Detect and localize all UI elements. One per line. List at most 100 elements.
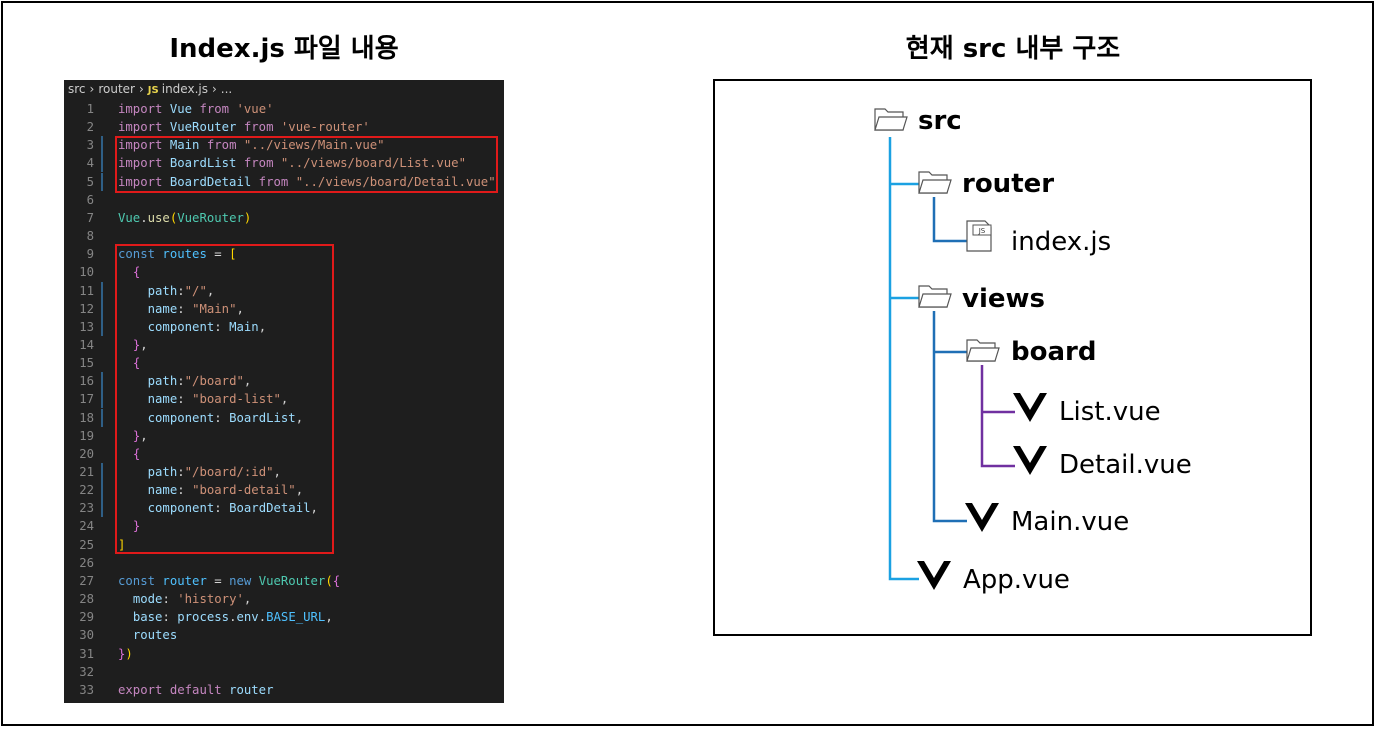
code-token: mode <box>132 592 163 607</box>
code-token: "../views/board/List.vue" <box>280 156 466 171</box>
tree-node-label: Main.vue <box>1011 507 1130 537</box>
code-text[interactable]: component: BoardList, <box>118 409 304 427</box>
code-text[interactable]: path:"/board", <box>118 372 252 390</box>
chevron-right-icon: › <box>138 82 144 96</box>
js-badge-text: JS <box>978 227 986 235</box>
code-token: , <box>243 592 252 607</box>
code-text[interactable]: routes <box>118 626 177 644</box>
change-gutter-marker <box>101 481 103 500</box>
code-text[interactable]: { <box>118 263 140 281</box>
code-token: "/" <box>184 283 207 298</box>
code-text[interactable]: name: "board-list", <box>118 390 289 408</box>
line-number: 1 <box>86 102 94 116</box>
code-line: 32 <box>64 663 504 681</box>
code-text[interactable]: { <box>118 445 140 463</box>
code-token: routes <box>162 247 215 262</box>
code-text[interactable]: name: "board-detail", <box>118 481 304 499</box>
code-token: : <box>214 319 230 334</box>
code-token: VueRouter <box>177 210 244 225</box>
breadcrumb-router[interactable]: router <box>98 82 135 96</box>
code-line: 18 component: BoardList, <box>64 408 504 427</box>
breadcrumb-file[interactable]: index.js <box>161 82 208 96</box>
code-token: 'vue' <box>236 102 274 116</box>
line-number: 12 <box>79 301 94 316</box>
code-text[interactable]: import BoardDetail from "../views/board/… <box>118 173 496 191</box>
code-token: : <box>177 374 185 389</box>
line-number: 28 <box>79 592 94 607</box>
code-token: } <box>118 646 126 661</box>
code-text[interactable]: const routes = [ <box>118 245 236 263</box>
change-gutter-marker <box>101 299 103 318</box>
line-number: 22 <box>79 483 94 498</box>
code-token: : <box>177 483 193 498</box>
line-number: 21 <box>79 465 94 479</box>
line-number: 30 <box>79 628 94 643</box>
imports-highlight-box <box>115 136 498 193</box>
code-token: from <box>243 120 281 135</box>
code-text[interactable]: mode: 'history', <box>118 590 251 608</box>
code-token: : <box>177 283 185 298</box>
code-line: 29 base: process.env.BASE_URL, <box>64 608 504 626</box>
code-text[interactable]: ] <box>118 536 125 554</box>
code-text[interactable]: base: process.env.BASE_URL, <box>118 608 333 626</box>
code-text[interactable]: name: "Main", <box>118 300 244 318</box>
code-token: ( <box>325 573 333 588</box>
code-line: 26 <box>64 554 504 572</box>
line-number: 20 <box>79 446 94 461</box>
code-text[interactable]: import Vue from 'vue' <box>118 100 274 118</box>
code-text[interactable]: export default router <box>118 681 273 699</box>
code-text[interactable]: component: Main, <box>118 318 266 336</box>
code-token: , <box>280 392 289 407</box>
code-token: "board-list" <box>192 392 281 407</box>
code-token: , <box>243 374 252 389</box>
tree-node-label: router <box>962 169 1055 199</box>
breadcrumb-src[interactable]: src <box>68 82 86 96</box>
breadcrumb-ellipsis[interactable]: ... <box>220 82 233 96</box>
code-token: base <box>132 610 163 625</box>
code-token: "/board/:id" <box>184 465 274 479</box>
code-token: Vue <box>118 210 141 225</box>
vue-icon <box>1013 393 1047 422</box>
code-text[interactable]: }, <box>118 336 148 354</box>
folder-icon <box>918 171 952 194</box>
line-number: 29 <box>79 610 94 625</box>
code-token: component <box>147 410 215 425</box>
right-panel-title: 현재 src 내부 구조 <box>905 34 1121 64</box>
code-token: , <box>295 483 304 498</box>
code-token: , <box>206 283 215 298</box>
code-text[interactable]: path:"/", <box>118 282 215 300</box>
code-token: : <box>162 592 178 607</box>
code-text[interactable]: const router = new VueRouter({ <box>118 572 340 590</box>
code-token: , <box>295 410 304 425</box>
code-token: 'history' <box>177 592 244 607</box>
code-line: 12 name: "Main", <box>64 299 504 318</box>
line-number: 17 <box>79 392 94 407</box>
code-token: Vue <box>169 102 200 116</box>
code-text[interactable]: } <box>118 517 140 535</box>
code-text[interactable]: import Main from "../views/Main.vue" <box>118 136 385 154</box>
code-text[interactable]: Vue.use(VueRouter) <box>118 209 251 227</box>
code-text[interactable]: component: BoardDetail, <box>118 499 318 517</box>
code-token: , <box>140 337 148 352</box>
code-token: import <box>118 102 170 116</box>
code-line: 1 import Vue from 'vue' <box>64 100 504 118</box>
code-token: , <box>273 465 281 479</box>
code-line: 31}) <box>64 645 504 663</box>
code-token: VueRouter <box>169 120 244 135</box>
code-text[interactable]: import VueRouter from 'vue-router' <box>118 118 370 136</box>
code-text[interactable]: }) <box>118 645 133 663</box>
change-gutter-marker <box>101 408 103 427</box>
code-text[interactable]: { <box>118 354 140 372</box>
code-line: 20 { <box>64 445 504 463</box>
code-text[interactable]: import BoardList from "../views/board/Li… <box>118 154 466 172</box>
code-token: 'vue-router' <box>280 120 370 135</box>
folder-icon <box>918 285 952 308</box>
code-text[interactable]: path:"/board/:id", <box>118 463 281 481</box>
code-token: export <box>118 682 170 697</box>
code-text[interactable]: }, <box>118 427 148 445</box>
code-token: Main <box>229 319 259 334</box>
code-token: import <box>118 120 170 135</box>
